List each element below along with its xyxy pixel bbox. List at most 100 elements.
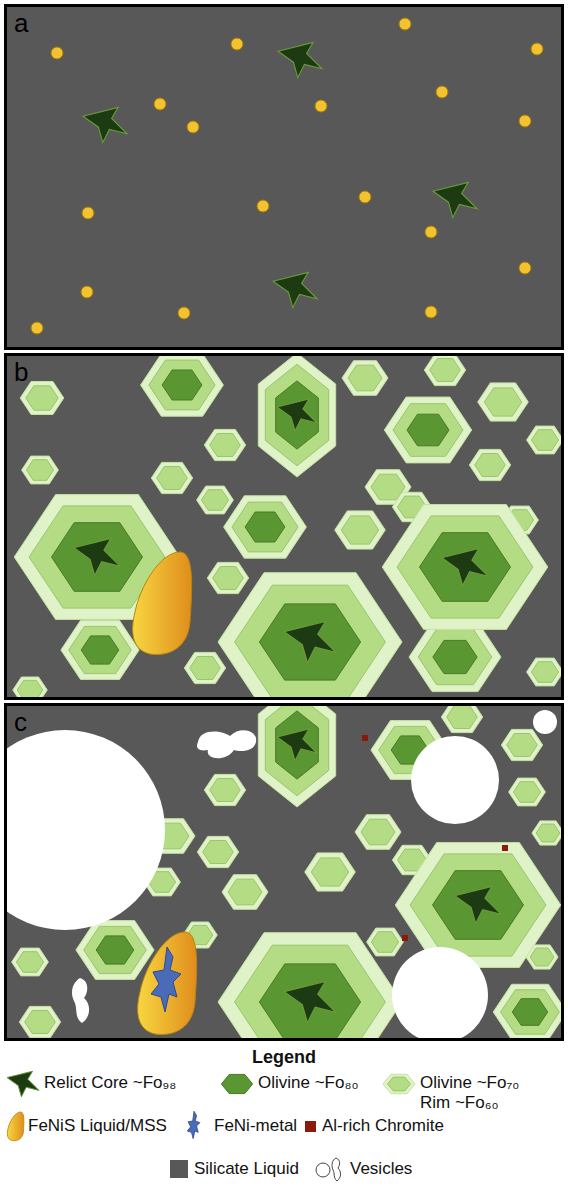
olivine-zone <box>501 990 560 1034</box>
olivine-zone <box>81 636 119 664</box>
olivine-zone <box>382 505 548 630</box>
olivine-zone <box>513 782 540 803</box>
olivine-zone <box>210 779 241 802</box>
legend-swatch <box>170 1160 188 1178</box>
olivine-rim-icon <box>383 1074 415 1093</box>
olivine-crystal <box>367 928 404 956</box>
olivine-zone <box>61 621 139 680</box>
panel-frame: c <box>4 703 564 1041</box>
olivine-crystal <box>19 1006 60 1037</box>
olivine-zone <box>12 948 49 976</box>
legend-icon <box>4 1071 42 1097</box>
olivine-zone <box>162 370 202 400</box>
olivine-zone <box>493 984 564 1039</box>
olivine-zone <box>420 533 511 602</box>
olivine-zone <box>232 502 298 552</box>
olivine-zone <box>218 933 402 1041</box>
olivine-crystal <box>197 486 234 514</box>
olivine-crystal <box>335 511 386 549</box>
olivine-zone <box>258 703 335 807</box>
olivine-zone <box>501 729 542 760</box>
olivine-zone <box>197 486 234 514</box>
olivine-zone <box>530 948 554 966</box>
olivine-zone <box>207 562 248 593</box>
olivine-crystal <box>141 354 224 416</box>
olivine-zone <box>441 703 482 733</box>
olivine-crystal <box>305 853 356 891</box>
olivine-zone <box>151 462 192 493</box>
sulfide-droplet <box>51 47 63 59</box>
olivine-zone <box>512 999 547 1026</box>
olivine-crystal <box>151 462 192 493</box>
olivine-crystal <box>258 703 335 807</box>
olivine-zone <box>433 640 477 673</box>
olivine-zone <box>157 467 188 490</box>
olivine-crystal <box>509 778 546 806</box>
relict-core <box>284 621 336 662</box>
olivine-zone <box>204 774 245 805</box>
olivine-zone <box>407 414 449 446</box>
legend-icon <box>178 1110 210 1142</box>
olivine-zone <box>311 858 348 886</box>
olivine-zone <box>393 404 463 457</box>
legend-icon <box>5 1110 25 1142</box>
olivine-zone <box>69 626 132 673</box>
chromite-grain <box>362 735 368 741</box>
olivine-zone <box>371 932 398 953</box>
olivine-zone <box>16 952 43 973</box>
relict-core <box>433 182 477 217</box>
relict-core <box>277 399 317 431</box>
olivine-zone <box>224 496 307 558</box>
olivine-crystal <box>424 354 465 385</box>
olivine-zone <box>26 460 53 481</box>
olivine-zone <box>276 711 319 779</box>
vesicle <box>118 870 142 894</box>
panel-letter: b <box>7 356 34 386</box>
olivine-zone <box>235 585 386 699</box>
relict-core <box>278 42 322 77</box>
olivine-zone <box>201 490 228 511</box>
legend-swatch <box>305 1121 316 1132</box>
olivine-crystal <box>224 496 307 558</box>
panel-frame: a <box>4 4 564 350</box>
olivine-crystal <box>12 948 49 976</box>
olivine-zone <box>348 365 382 391</box>
vesicle <box>392 947 488 1041</box>
legend-text: Al-rich Chromite <box>322 1116 444 1136</box>
sulfide-droplet <box>399 18 411 30</box>
legend-text: Olivine ~Fo₇₀ Rim ~Fo₆₀ <box>420 1073 548 1113</box>
vesicle-icon <box>332 1158 341 1181</box>
olivine-crystal <box>22 456 59 484</box>
sulfide-droplet <box>31 322 43 334</box>
olivine-zone <box>26 386 58 410</box>
olivine-crystal <box>13 677 48 700</box>
olivine-zone <box>424 354 465 385</box>
vesicle <box>72 978 89 1023</box>
olivine-zone <box>536 824 560 842</box>
olivine-crystal <box>207 562 248 593</box>
legend-text: FeNiS Liquid/MSS <box>28 1116 167 1136</box>
olivine-crystal <box>384 397 471 463</box>
relict-core <box>277 729 317 761</box>
sulfide-droplet <box>425 226 437 238</box>
legend-swatch <box>382 1072 416 1096</box>
olivine-zone <box>433 871 524 940</box>
olivine-crystal <box>478 383 529 421</box>
olivine-crystal <box>493 984 564 1039</box>
olivine-zone <box>20 382 64 415</box>
sulfide-liquid <box>133 552 192 655</box>
panel-letter: a <box>7 7 34 37</box>
olivine-zone <box>141 354 224 416</box>
relict-core <box>455 886 501 923</box>
olivine-crystal <box>382 505 548 630</box>
olivine-crystal <box>355 815 401 850</box>
sulfide-liquid <box>138 932 197 1035</box>
olivine-zone <box>335 511 386 549</box>
legend-text: Silicate Liquid <box>194 1159 299 1179</box>
olivine-crystal <box>204 429 245 460</box>
olivine-zone <box>228 879 262 905</box>
legend-text: Olivine ~Fo₈₀ <box>258 1073 359 1093</box>
olivine-zone <box>418 629 492 684</box>
olivine-crystal <box>204 774 245 805</box>
